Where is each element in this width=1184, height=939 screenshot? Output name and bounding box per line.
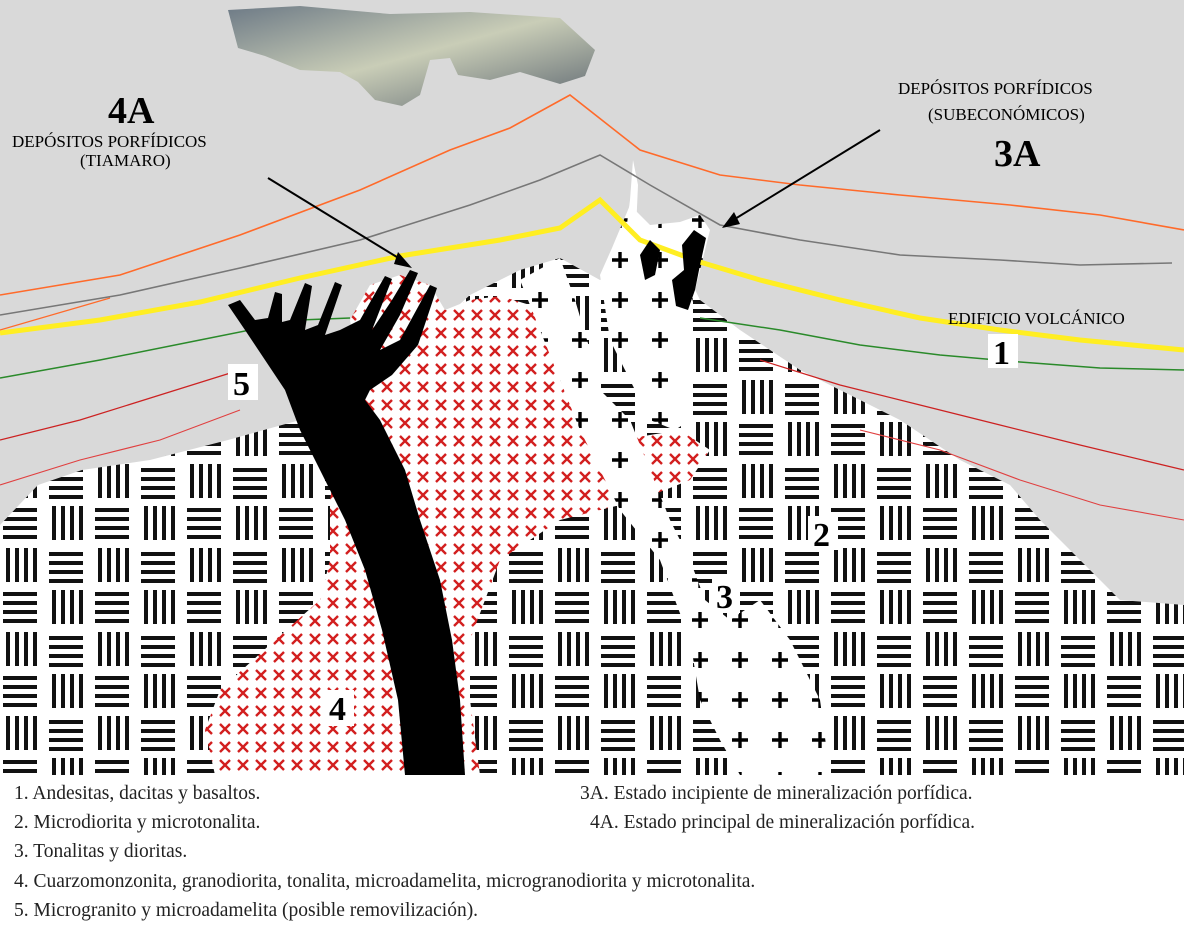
orange-layer-line <box>0 94 1184 296</box>
legend-item-4: 4. Cuarzomonzonita, granodiorita, tonali… <box>14 871 756 892</box>
arrow-3a-head <box>722 212 740 228</box>
cloud <box>228 6 595 106</box>
arrow-4a <box>267 177 406 263</box>
yellow-layer-line <box>0 196 1184 353</box>
label-edificio-volcanico: EDIFICIO VOLCÁNICO <box>948 309 1125 328</box>
label-4a: 4A <box>108 90 155 132</box>
label-3a-subtitle: (SUBECONÓMICOS) <box>928 105 1085 124</box>
legend: 1. Andesitas, dacitas y basaltos. 3A. Es… <box>0 776 1184 939</box>
unit-3-upper-stock <box>600 205 710 430</box>
label-unit-4: 4 <box>329 691 346 728</box>
legend-item-4a: 4A. Estado principal de mineralización p… <box>590 812 975 833</box>
unit-4-cuarzomonzonita-region <box>205 275 710 775</box>
label-unit-5: 5 <box>233 366 250 403</box>
label-4a-title: DEPÓSITOS PORFÍDICOS <box>12 132 207 151</box>
label-3a-title: DEPÓSITOS PORFÍDICOS <box>898 79 1093 98</box>
green-layer-line <box>0 317 1184 379</box>
geologic-cross-section: 4A DEPÓSITOS PORFÍDICOS (TIAMARO) DEPÓSI… <box>0 0 1184 775</box>
red-layer-line-1 <box>0 359 1184 471</box>
label-3a: 3A <box>994 133 1041 175</box>
red-layer-line-2 <box>0 409 1184 521</box>
arrow-3a <box>729 129 881 223</box>
label-1-bg <box>988 334 1018 368</box>
label-unit-3: 3 <box>716 579 733 616</box>
legend-item-3a: 3A. Estado incipiente de mineralización … <box>580 783 973 804</box>
unit-5-microgranito-intrusion <box>228 270 465 775</box>
label-unit-2: 2 <box>813 517 830 554</box>
label-5-bg <box>228 364 258 400</box>
legend-item-1: 1. Andesitas, dacitas y basaltos. <box>14 783 261 804</box>
deposit-3a-body-1 <box>640 240 660 280</box>
label-3-bg <box>712 577 740 613</box>
grey-layer-line <box>0 154 1173 316</box>
label-2-bg <box>808 516 838 550</box>
label-4-bg <box>324 690 354 726</box>
label-4a-subtitle: (TIAMARO) <box>80 151 171 170</box>
orange-layer-line-upper <box>0 297 111 331</box>
label-unit-1: 1 <box>993 335 1010 372</box>
legend-item-3: 3. Tonalitas y dioritas. <box>14 841 188 862</box>
unit-3-tonalita-dike <box>520 258 830 775</box>
arrow-4a-head <box>394 252 412 268</box>
legend-item-5: 5. Microgranito y microadamelita (posibl… <box>14 900 479 921</box>
unit-3-white-spike <box>625 160 638 240</box>
legend-item-2: 2. Microdiorita y microtonalita. <box>14 812 261 833</box>
deposit-3a-body-2 <box>672 230 706 310</box>
